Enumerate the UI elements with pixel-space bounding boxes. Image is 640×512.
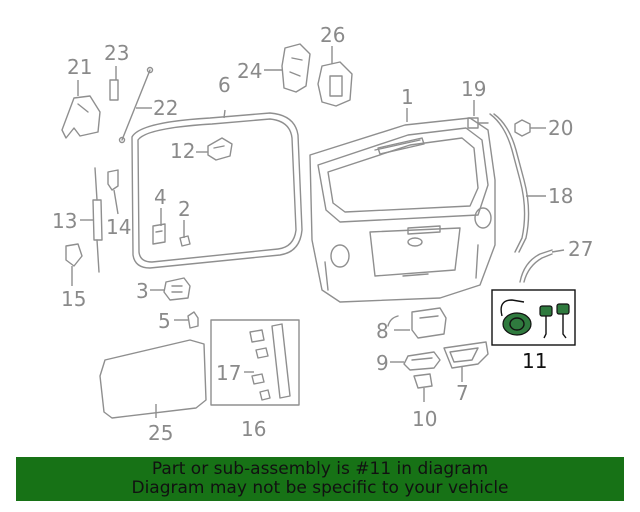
weatherstrip-part — [131, 112, 303, 269]
part-4 — [152, 223, 166, 245]
callout-11: 11 — [522, 349, 547, 373]
callout-26: 26 — [320, 23, 345, 47]
parts-diagram: 1 2 3 4 5 6 7 8 9 10 11 12 13 14 15 16 1… — [52, 23, 593, 445]
callout-18: 18 — [548, 184, 573, 208]
harness-27-part — [519, 249, 553, 283]
bracket-12-part — [207, 137, 233, 161]
nut-20-part — [514, 119, 531, 137]
part-21 — [61, 95, 101, 139]
callout-25: 25 — [148, 421, 173, 445]
part-2 — [179, 235, 191, 247]
callout-13: 13 — [52, 209, 77, 233]
liftgate-part — [309, 117, 496, 303]
part-9 — [403, 351, 441, 371]
callout-2: 2 — [178, 197, 191, 221]
handle-7-part — [443, 341, 489, 369]
strut-13-part — [92, 167, 103, 273]
callout-21: 21 — [67, 55, 92, 79]
callout-9: 9 — [376, 351, 389, 375]
part-23 — [109, 79, 119, 101]
notice-line-2: Diagram may not be specific to your vehi… — [131, 478, 509, 498]
callout-8: 8 — [376, 319, 389, 343]
callout-20: 20 — [548, 116, 573, 140]
callout-5: 5 — [158, 309, 171, 333]
part-26 — [317, 61, 353, 107]
callout-14: 14 — [106, 215, 131, 239]
notice-line-1: Part or sub-assembly is #11 in diagram — [151, 459, 489, 479]
part-15 — [65, 243, 83, 267]
callout-19: 19 — [461, 77, 486, 101]
callout-1: 1 — [401, 85, 414, 109]
part-3 — [163, 277, 191, 301]
callout-3: 3 — [136, 279, 149, 303]
bolt-19-part — [467, 117, 489, 129]
callout-24: 24 — [237, 59, 262, 83]
part-24 — [281, 43, 311, 93]
part-14 — [107, 169, 119, 191]
callout-6: 6 — [218, 73, 231, 97]
callout-10: 10 — [412, 407, 437, 431]
trim-25-part — [99, 339, 207, 419]
callout-7: 7 — [456, 381, 469, 405]
callout-22: 22 — [153, 96, 178, 120]
rod-22-part — [121, 69, 151, 141]
panel-16-group — [210, 319, 300, 406]
part-5 — [187, 311, 199, 329]
callout-17: 17 — [216, 361, 241, 385]
callout-4: 4 — [154, 185, 167, 209]
callout-23: 23 — [104, 41, 129, 65]
part-10 — [413, 373, 433, 389]
callout-15: 15 — [61, 287, 86, 311]
callout-16: 16 — [241, 417, 266, 441]
callout-12: 12 — [170, 139, 195, 163]
callout-27: 27 — [568, 237, 593, 261]
cable-18-part — [489, 113, 526, 253]
leader-lines — [71, 46, 565, 418]
part-8 — [387, 307, 447, 339]
lock-cylinder-11-part — [491, 289, 576, 346]
notice-banner: Part or sub-assembly is #11 in diagram D… — [16, 457, 624, 501]
